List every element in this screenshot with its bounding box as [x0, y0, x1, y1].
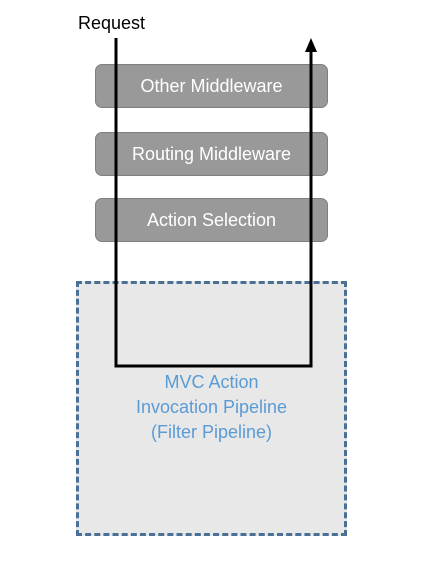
pipeline-label-line-1: MVC Action [164, 372, 259, 392]
stage-other-middleware: Other Middleware [95, 64, 328, 108]
mvc-pipeline-box [76, 281, 347, 536]
pipeline-label-line-3: (Filter Pipeline) [150, 422, 273, 442]
request-label: Request [78, 13, 146, 33]
stage-action-selection: Action Selection [95, 198, 328, 242]
arrowhead-icon [305, 38, 317, 52]
stage-routing-middleware: Routing Middleware [95, 132, 328, 176]
request-flow-line [114, 38, 313, 368]
pipeline-label-line-2: Invocation Pipeline [135, 397, 288, 417]
pipeline-label: MVC Action Invocation Pipeline (Filter P… [76, 370, 347, 445]
